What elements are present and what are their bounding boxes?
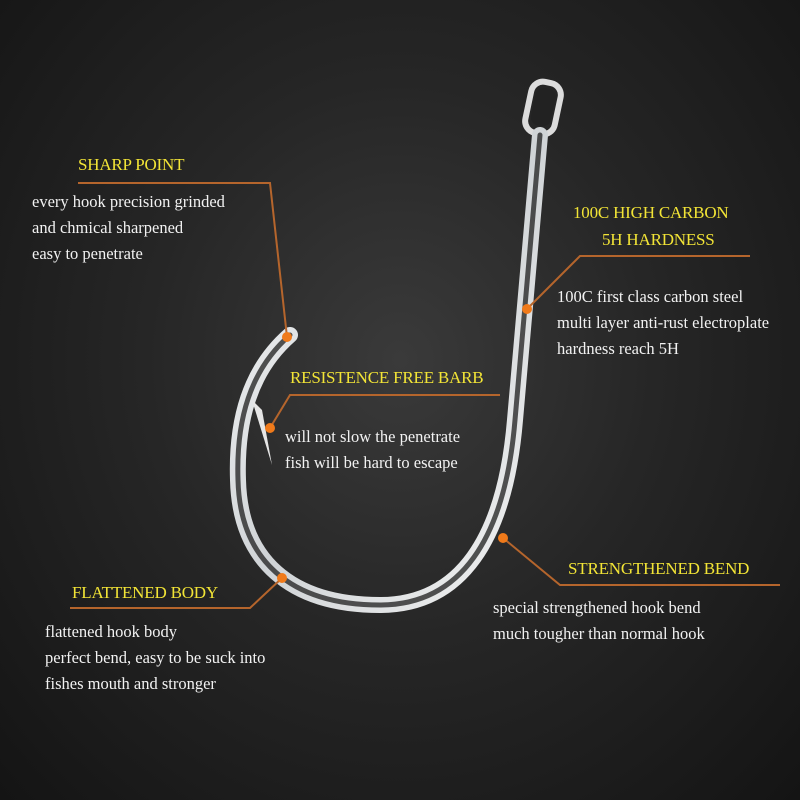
text-line: fishes mouth and stronger: [45, 674, 216, 693]
dot-flattened: [277, 573, 287, 583]
text-line: fish will be hard to escape: [285, 453, 458, 472]
leader-high-carbon: [526, 255, 750, 310]
flattened-text: flattened hook body perfect bend, easy t…: [45, 619, 265, 697]
leader-barb: [269, 394, 500, 429]
dot-bend: [498, 533, 508, 543]
sharp-point-title: SHARP POINT: [78, 155, 185, 174]
text-line: perfect bend, easy to be suck into: [45, 648, 266, 667]
sharp-point-text: every hook precision grinded and chmical…: [32, 189, 225, 267]
text-line: easy to penetrate: [32, 244, 143, 263]
dot-high-carbon: [522, 304, 532, 314]
high-carbon-title-2: 5H HARDNESS: [602, 230, 715, 249]
text-line: flattened hook body: [45, 622, 177, 641]
fishing-hook: [229, 78, 564, 614]
text-line: much tougher than normal hook: [493, 624, 705, 643]
text-line: 100C first class carbon steel: [557, 287, 744, 306]
callout-leaders: [70, 182, 780, 609]
bend-title: STRENGTHENED BEND: [568, 559, 750, 578]
text-line: and chmical sharpened: [32, 218, 184, 237]
callout-dots: [265, 304, 532, 583]
dot-sharp-point: [282, 332, 292, 342]
high-carbon-text: 100C first class carbon steel multi laye…: [557, 284, 769, 362]
text-line: every hook precision grinded: [32, 192, 225, 211]
text-line: special strengthened hook bend: [493, 598, 701, 617]
leader-flattened: [70, 577, 283, 609]
high-carbon-title-1: 100C HIGH CARBON: [573, 203, 729, 222]
leader-sharp-point: [78, 182, 288, 338]
text-line: multi layer anti-rust electroplate: [557, 313, 770, 332]
text-line: will not slow the penetrate: [285, 427, 461, 446]
flattened-title: FLATTENED BODY: [72, 583, 218, 602]
bend-text: special strengthened hook bend much toug…: [493, 595, 705, 647]
text-line: hardness reach 5H: [557, 339, 679, 358]
leader-bend: [502, 537, 780, 586]
dot-barb: [265, 423, 275, 433]
barb-title: RESISTENCE FREE BARB: [290, 368, 484, 387]
barb-text: will not slow the penetrate fish will be…: [285, 424, 460, 476]
